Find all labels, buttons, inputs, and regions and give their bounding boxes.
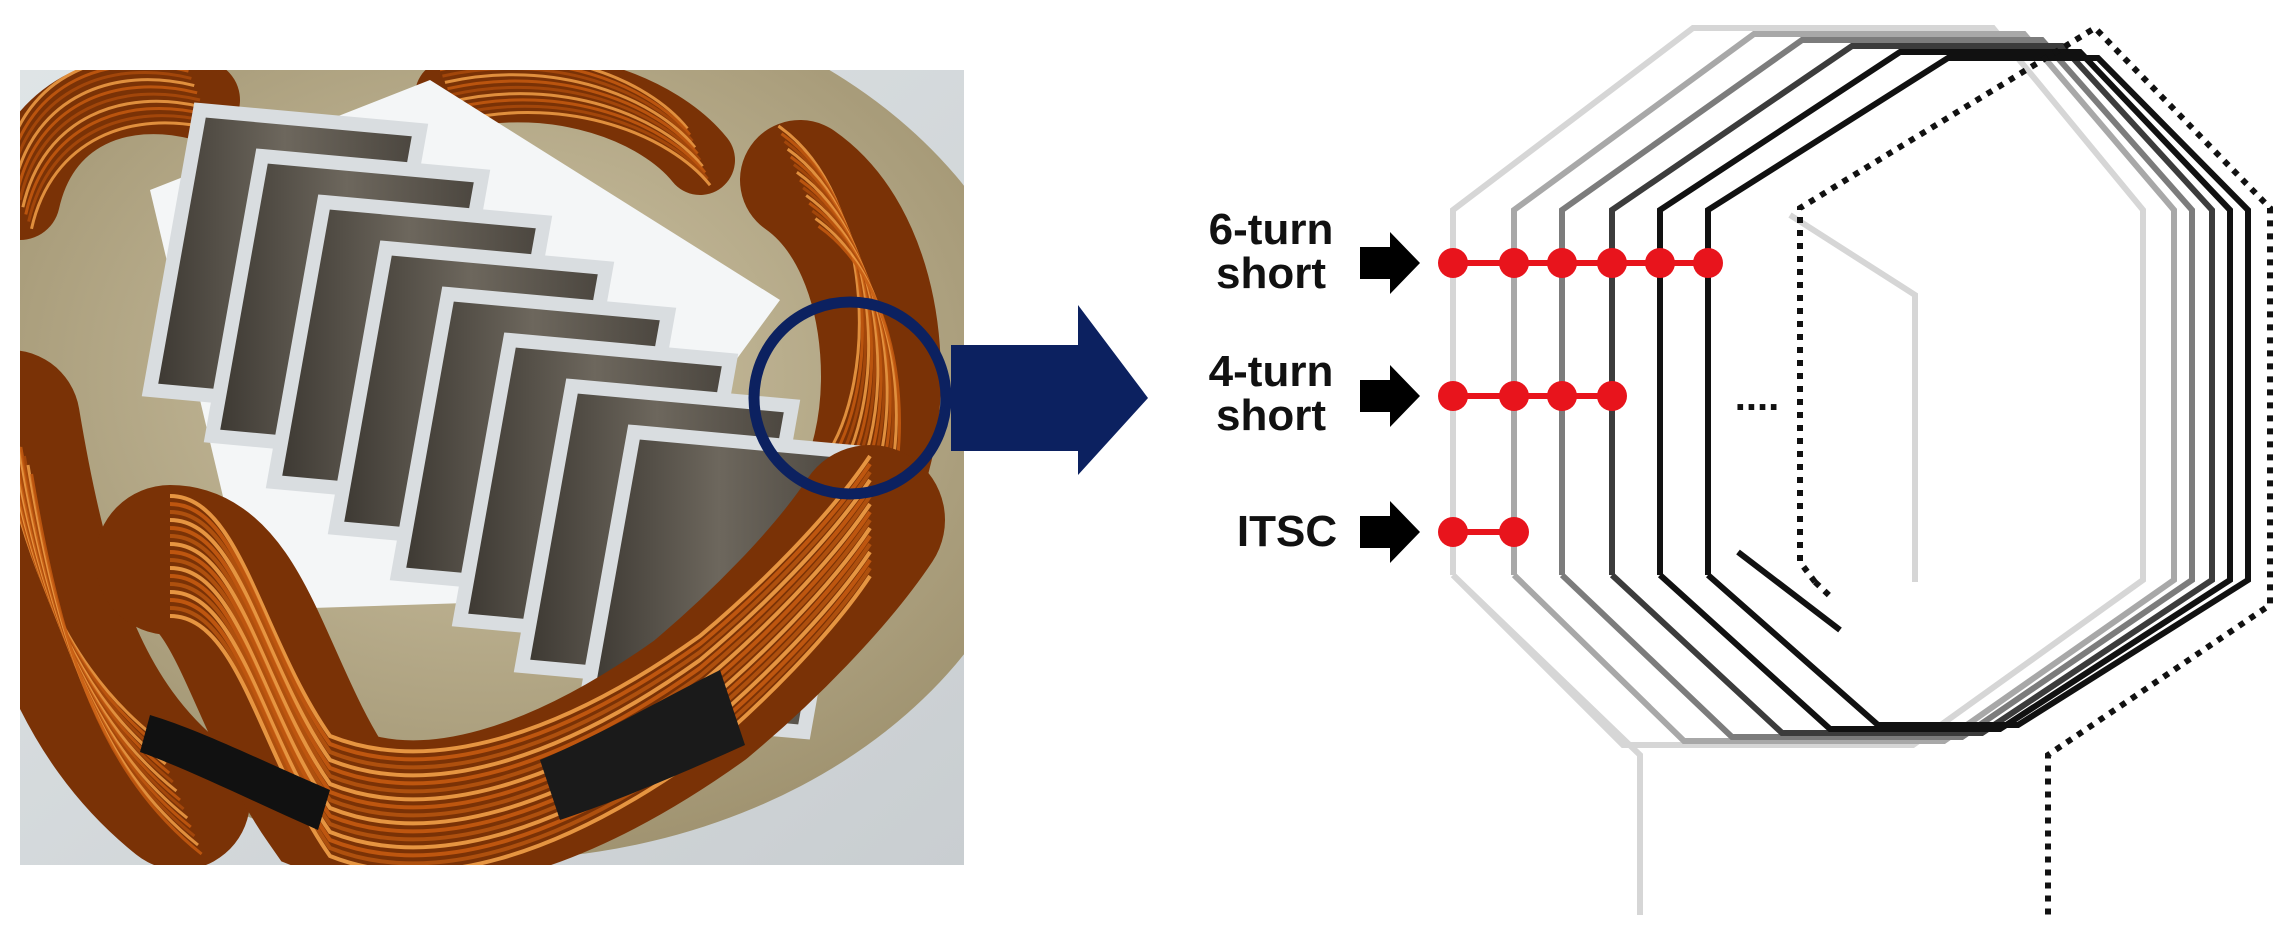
bundle-top-left-strand [24,107,207,215]
bundle-top-strand [442,70,694,143]
short-6turn-dot-4 [1597,248,1627,278]
bundle-top-left-strand [20,92,201,201]
coil-turn-4 [1609,43,2215,736]
front-bundle-strand [169,494,872,794]
label-6turn-short: 6-turn short [1182,208,1360,296]
short-4turn-dot-3 [1547,381,1577,411]
label-6turn-line2: short [1216,249,1326,298]
front-bundle-strand [169,510,872,810]
short-6turn-dot-3 [1547,248,1577,278]
label-4turn-line1: 4-turn [1208,347,1334,396]
short-6turn-dot-6 [1693,248,1723,278]
bundle-top-left-strand [27,114,210,222]
label-4turn-line2: short [1216,391,1326,440]
short-6turn-dot-1 [1438,248,1468,278]
bundle-top-strand [444,73,697,149]
short-connections [1438,248,1723,547]
coil-lead-in [1450,572,1643,915]
coil-inner-end [1736,549,1842,633]
coil-inner-turn [1788,212,1918,582]
short-itsc-dot-1 [1438,517,1468,547]
winding-schematic [1450,25,2251,915]
short-6turn-dot-2 [1499,248,1529,278]
stator-winding-photo [20,70,964,865]
bundle-top-left-strand [20,70,84,129]
stator-teeth [141,80,863,740]
bundle-top-strand [457,104,709,180]
short-itsc-dot-2 [1499,517,1529,547]
label-itsc: ITSC [1236,507,1338,556]
zoom-circle [748,296,952,500]
front-bundle-strand [169,534,872,834]
front-bundle-strand [169,558,872,858]
coil-turn-5 [1657,49,2233,732]
pointer-arrow-4turn [1360,365,1420,427]
bundle-top-strand [454,98,707,174]
short-6turn-dot-5 [1645,248,1675,278]
coil-turn-6 [1705,55,2251,728]
pointer-arrow-itsc [1360,501,1420,563]
black-sleeve-right [540,670,745,820]
front-bundle-strand [169,502,872,802]
bundle-top-strand [439,70,692,136]
pointer-arrow-6turn [1360,232,1420,294]
front-bundle-strand [169,542,872,842]
front-bundle-strand [169,470,872,770]
bundle-top-left-strand [20,85,198,188]
short-4turn-dot-2 [1499,381,1529,411]
front-bundle-strand [169,526,872,826]
front-copper-bundle [95,445,945,865]
front-bundle-strand [169,550,872,850]
bundle-top-strand [452,92,704,168]
bundle-right-strand [777,124,861,467]
bundle-top-strand [459,111,712,187]
zoom-arrow [951,305,1148,475]
front-bundle-strand [169,574,872,865]
bundle-top-strand [590,70,689,130]
front-bundle-strand [169,462,872,762]
coil-turn-1 [1450,25,2146,748]
label-6turn-line1: 6-turn [1208,205,1334,254]
bundle-top-left-strand [20,78,195,171]
short-4turn-dot-4 [1597,381,1627,411]
front-bundle-strand [169,518,872,818]
bundle-top-left-strand [20,70,189,142]
dotted-inner-end [1812,579,1835,601]
bundle-top-left-strand [30,121,212,230]
front-bundle-strand [169,478,872,778]
coil-turn-3 [1559,37,2195,740]
bundle-top-left-strand [20,71,192,156]
dotted-last-turn [1797,24,2273,915]
black-sleeve-left [140,715,330,830]
front-bundle-strand [169,486,872,786]
label-4turn-short: 4-turn short [1182,350,1360,438]
bundle-top-left-strand [21,99,204,208]
ellipsis-more-turns: .... [1734,375,1780,419]
dotted-coil [1797,24,2273,915]
front-bundle-strand [169,566,872,865]
bundle-left-strand [30,473,203,856]
front-bundle-strand [169,454,872,754]
short-4turn-dot-1 [1438,381,1468,411]
coil-turn-2 [1511,31,2177,744]
bundle-top-strand [449,85,702,161]
bundle-top-strand [447,79,699,155]
